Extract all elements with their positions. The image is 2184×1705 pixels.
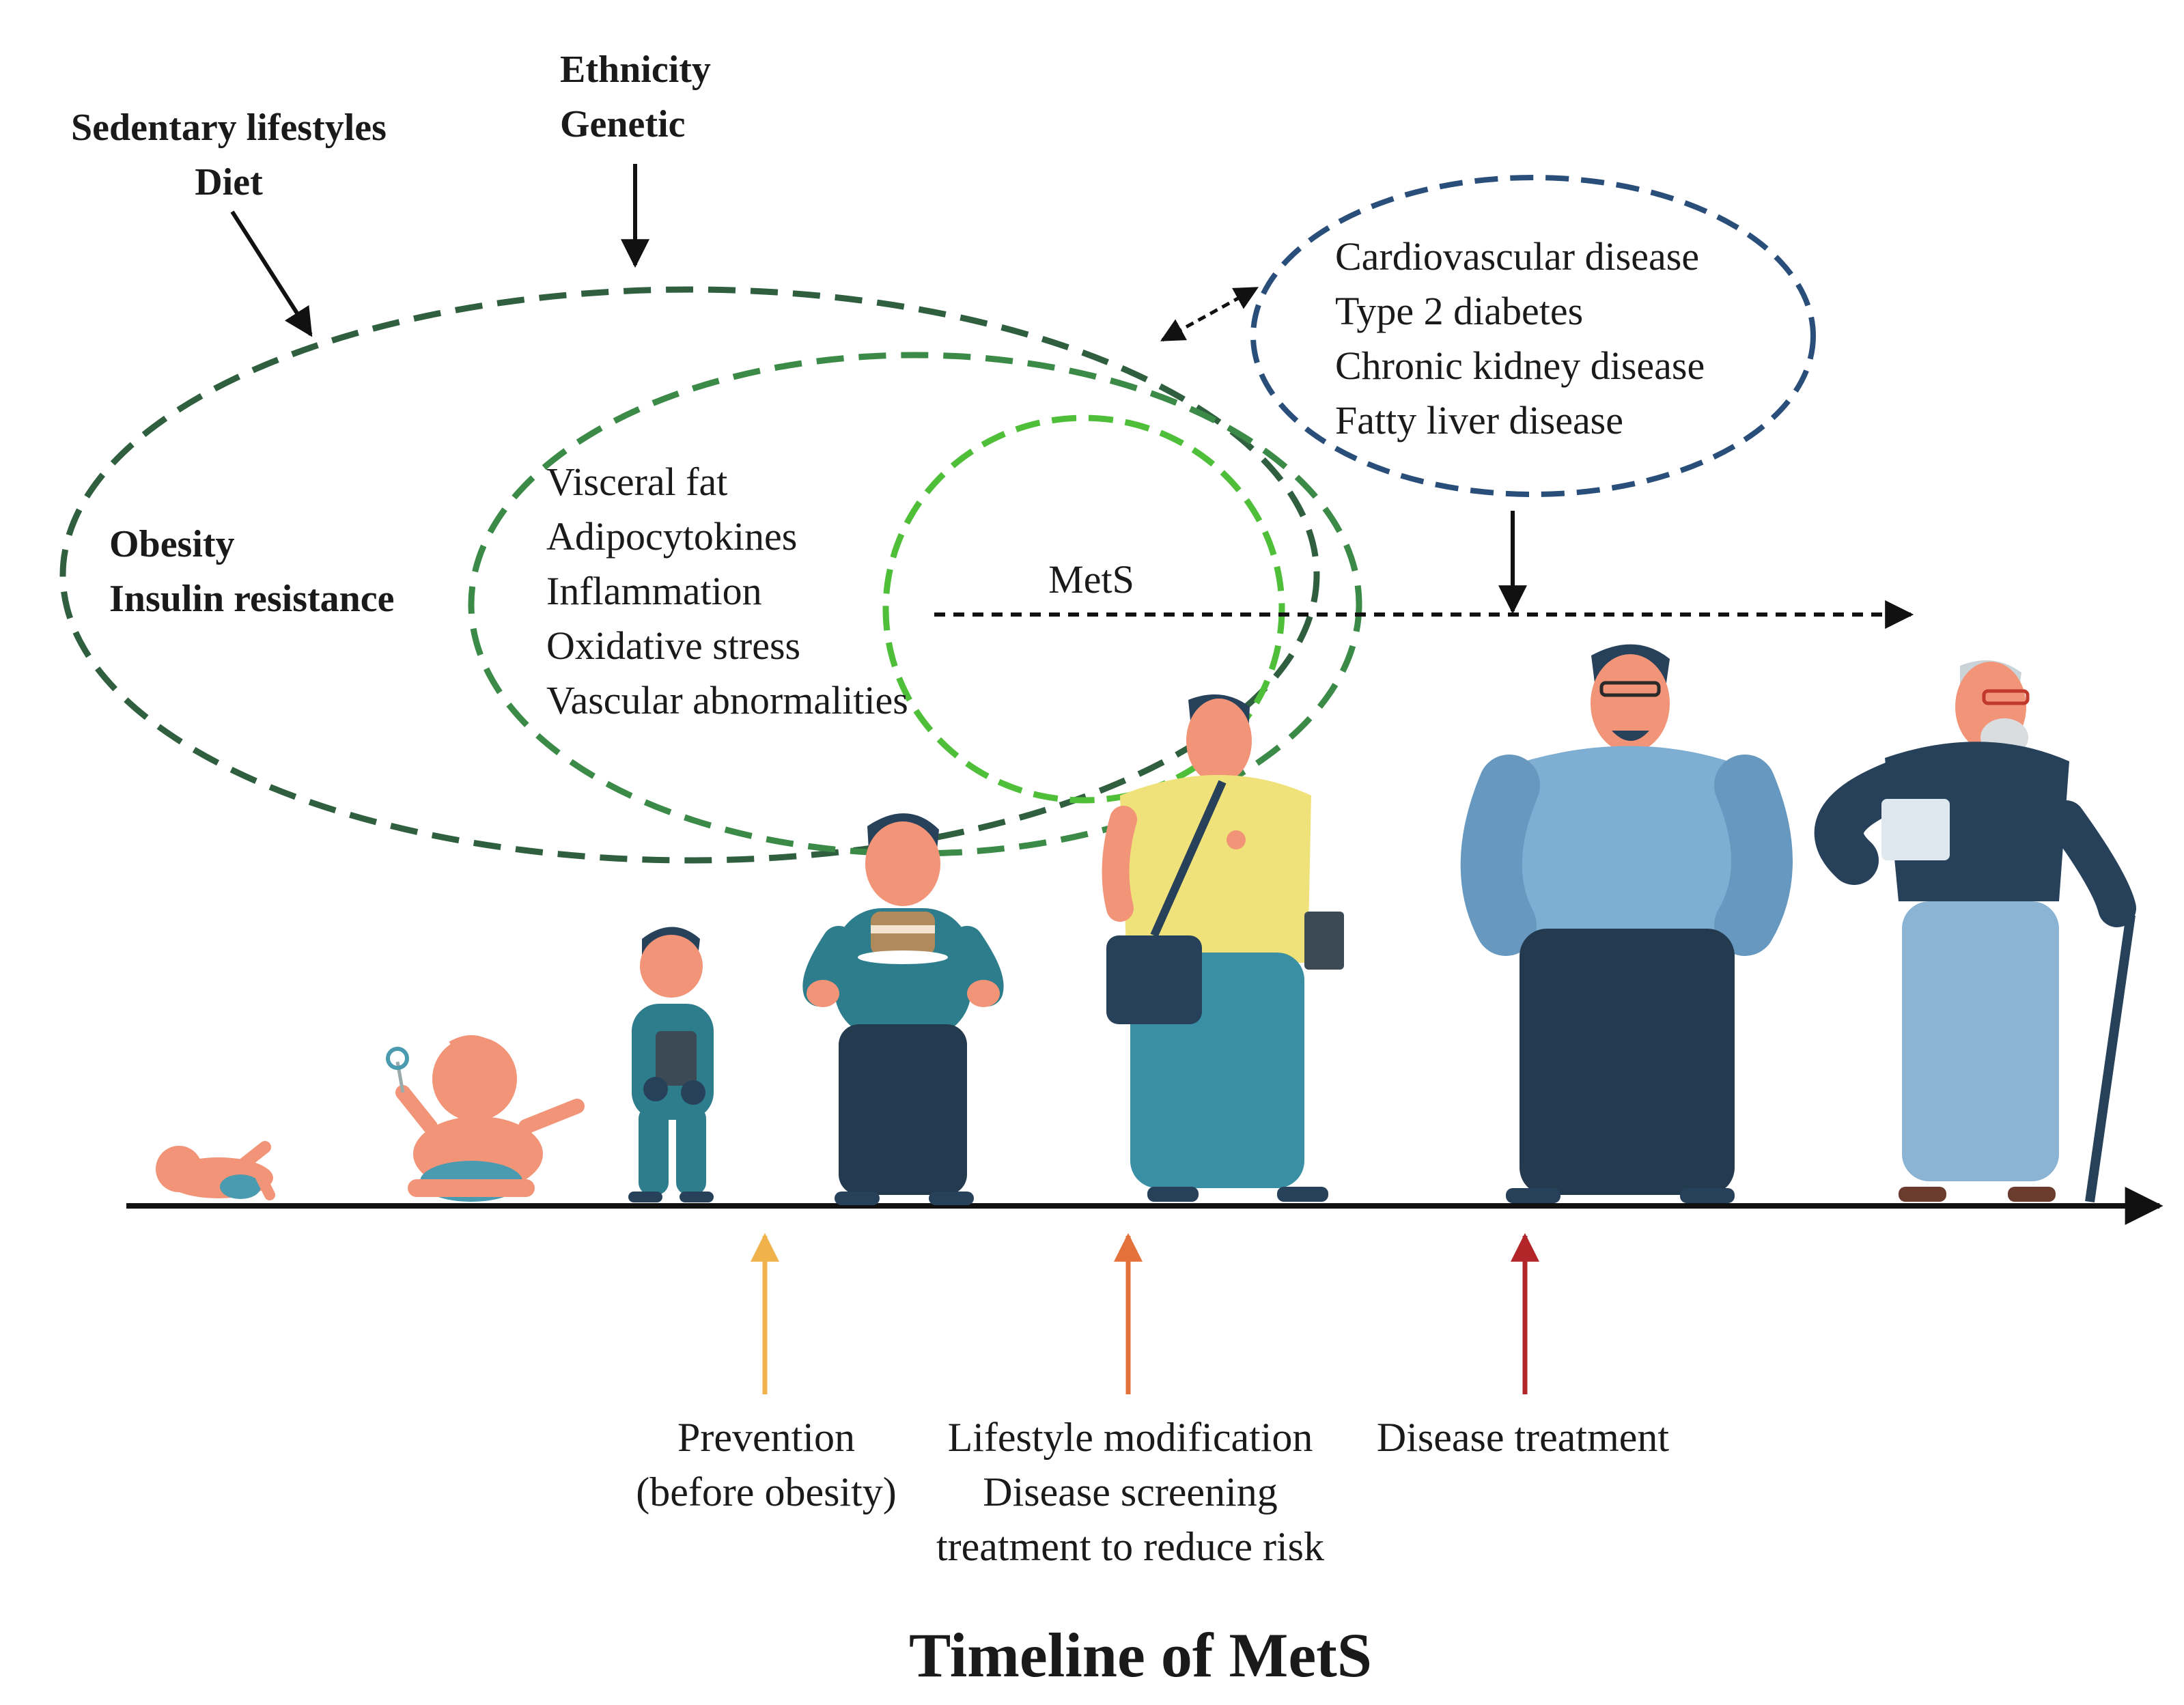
newborn-figure [156,1141,275,1200]
mechanism-adipocytokines: Adipocytokines [546,514,797,559]
outer-ellipse-obesity [59,286,1320,864]
risk-factor-ethnicity: Ethnicity [560,48,711,91]
risk-factor-genetic: Genetic [560,103,685,145]
outcome-ellipse [1250,175,1816,497]
lifestyle-risk-arrow [230,210,313,337]
outcome-labels: Cardiovascular disease Type 2 diabetes C… [1335,234,1705,442]
outcome-cardiovascular: Cardiovascular disease [1335,234,1699,279]
condition-obesity: Obesity [109,523,235,565]
outcome-ckd: Chronic kidney disease [1335,343,1705,388]
diagram-title: Timeline of MetS [909,1620,1372,1690]
inner-ellipse-mets [882,414,1285,804]
mechanism-visceral-fat: Visceral fat [546,460,727,504]
prevention-label: Prevention (before obesity) [636,1415,897,1514]
elderly-figure [1814,660,2136,1202]
prevention-line-1: Prevention [677,1415,855,1460]
bidirectional-arrow [1160,286,1259,342]
outcome-type2-diabetes: Type 2 diabetes [1335,289,1583,333]
mechanism-oxidative-stress: Oxidative stress [546,623,800,668]
baby-figure [386,1035,585,1202]
lifestyle-risk-factors: Sedentary lifestyles Diet [71,107,387,203]
risk-factor-sedentary: Sedentary lifestyles [71,107,387,149]
outer-condition-labels: Obesity Insulin resistance [109,523,394,620]
young-adult-figure [1102,694,1344,1202]
risk-factor-diet: Diet [195,161,263,203]
lifestyle-line-1: Lifestyle modification [948,1415,1313,1460]
toddler-figure [628,927,714,1202]
child-figure [802,813,1004,1205]
treatment-label: Disease treatment [1377,1415,1669,1460]
outcome-fatty-liver: Fatty liver disease [1335,398,1623,442]
lifestyle-label: Lifestyle modification Disease screening… [936,1415,1324,1569]
condition-insulin-resistance: Insulin resistance [109,578,394,620]
lifestyle-line-3: treatment to reduce risk [936,1524,1324,1569]
adult-figure [1460,644,1793,1203]
mechanism-vascular-abnormalities: Vascular abnormalities [546,678,908,722]
mechanism-labels: Visceral fat Adipocytokines Inflammation… [546,460,908,722]
genetic-risk-factors: Ethnicity Genetic [560,48,711,145]
mets-core-label: MetS [1048,557,1134,602]
mechanism-inflammation: Inflammation [546,569,762,613]
lifestyle-line-2: Disease screening [983,1469,1277,1514]
prevention-line-2: (before obesity) [636,1469,897,1514]
